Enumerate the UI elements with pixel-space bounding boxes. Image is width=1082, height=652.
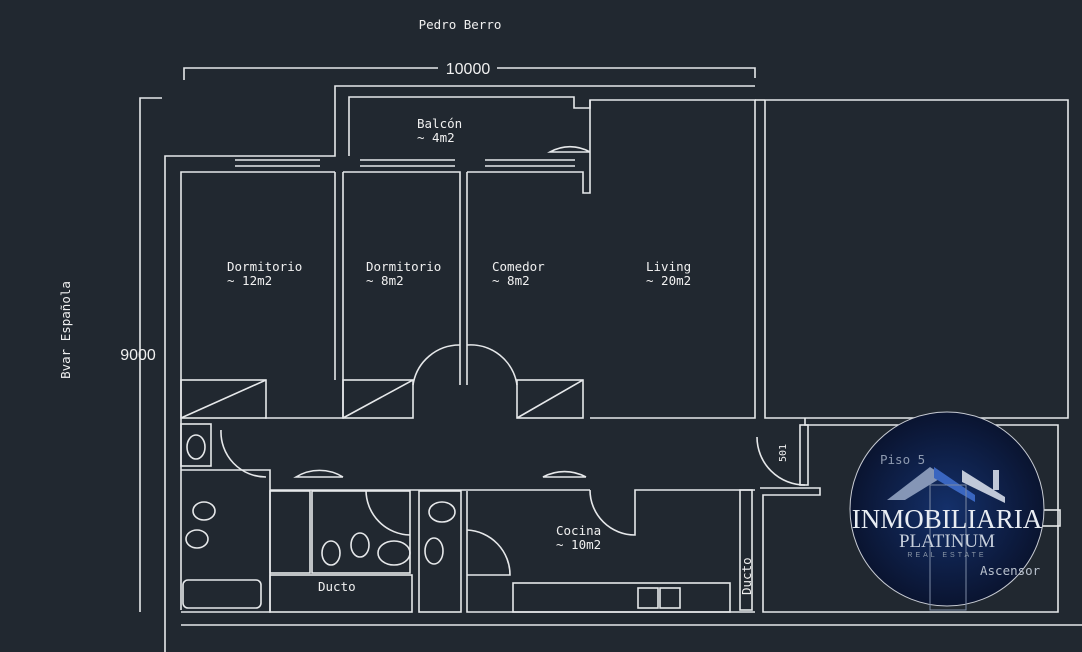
- street-left-label: Bvar Española: [58, 281, 73, 379]
- room-area: ~ 8m2: [492, 273, 530, 288]
- duct-label: Ducto: [739, 557, 754, 595]
- floor-label: Piso 5: [880, 452, 925, 467]
- unit-number: 501: [778, 444, 789, 462]
- room-dormitorio-2: Dormitorio ~ 8m2: [366, 259, 441, 288]
- width-dimension: 10000: [446, 61, 491, 78]
- roof-icon: [887, 467, 944, 500]
- room-area: ~ 8m2: [366, 273, 404, 288]
- logo-line3: REAL ESTATE: [907, 552, 986, 559]
- room-name: Dormitorio: [366, 259, 441, 274]
- inmobiliaria-platinum-logo: Piso 5 INMOBILIARIA PLATINUM REAL ESTATE…: [849, 411, 1045, 611]
- logo-line2: PLATINUM: [899, 531, 995, 552]
- room-name: Balcón: [417, 116, 462, 131]
- room-comedor: Comedor ~ 8m2: [492, 259, 545, 288]
- room-area: ~ 20m2: [646, 273, 691, 288]
- room-name: Dormitorio: [227, 259, 302, 274]
- room-area: ~ 10m2: [556, 537, 601, 552]
- height-dimension: 9000: [120, 347, 156, 364]
- room-dormitorio-1: Dormitorio ~ 12m2: [227, 259, 302, 288]
- duct-label: Ducto: [318, 579, 356, 594]
- room-area: ~ 4m2: [417, 130, 455, 145]
- room-name: Cocina: [556, 523, 601, 538]
- room-living: Living ~ 20m2: [646, 259, 691, 288]
- street-top-label: Pedro Berro: [419, 17, 502, 32]
- room-cocina: Cocina ~ 10m2: [556, 523, 601, 552]
- roof-icon: [962, 470, 1005, 503]
- room-area: ~ 12m2: [227, 273, 272, 288]
- dimension-lines: [139, 67, 756, 612]
- room-balcon: Balcón ~ 4m2: [417, 116, 462, 145]
- elevator-label: Ascensor: [980, 563, 1041, 578]
- room-name: Comedor: [492, 259, 545, 274]
- walls: [164, 85, 1082, 652]
- room-name: Living: [646, 259, 691, 274]
- logo-line1: INMOBILIARIA: [852, 504, 1043, 534]
